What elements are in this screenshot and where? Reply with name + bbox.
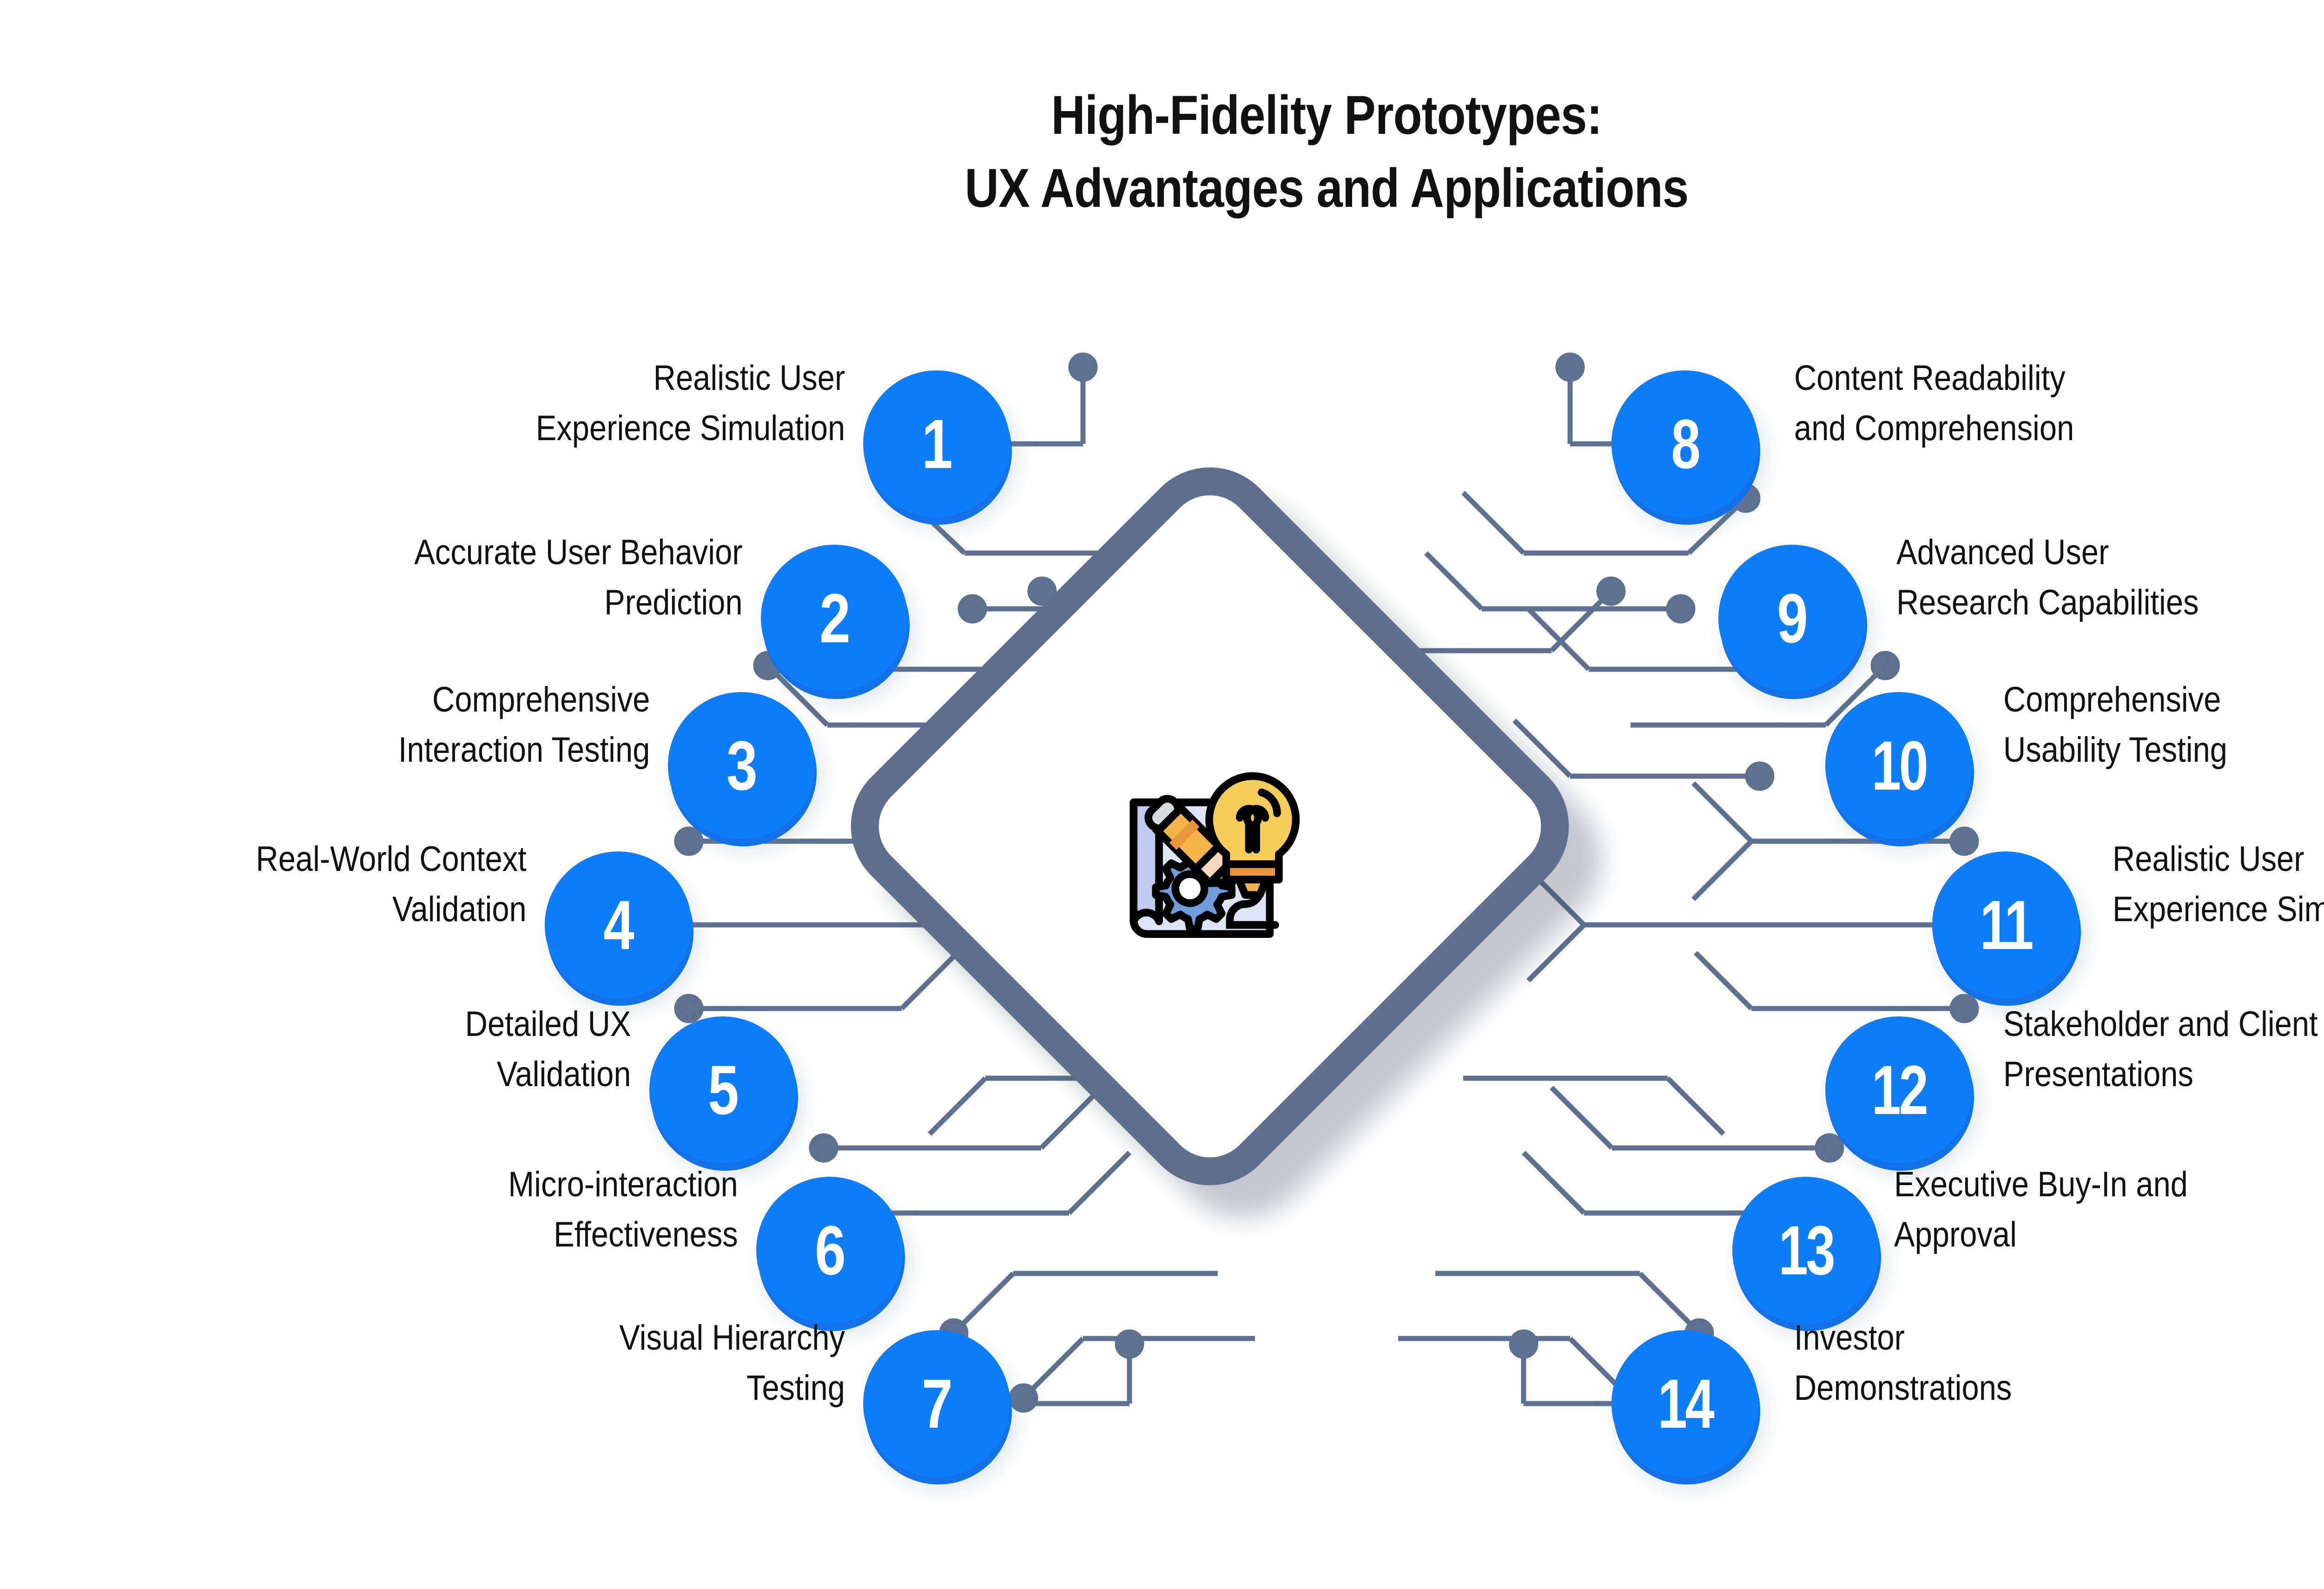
label-4-line-1: Real-World Context [256,839,527,879]
label-1: Realistic User Experience Simulation [536,353,845,454]
node-10-disc[interactable]: 10 [1825,692,1972,839]
node-2[interactable]: 2 [761,545,914,704]
label-10: Comprehensive Usability Testing [2003,675,2227,775]
label-13-line-2: Approval [1894,1214,2017,1254]
node-5-number: 5 [707,1051,739,1129]
node-2-disc[interactable]: 2 [761,545,908,692]
label-8: Content Readability and Comprehension [1794,353,2074,454]
title-line-2: UX Advantages and Applications [964,157,1689,219]
node-6[interactable]: 6 [756,1177,910,1336]
node-13[interactable]: 13 [1732,1177,1886,1336]
label-14: Investor Demonstrations [1794,1313,2012,1413]
label-9-line-1: Advanced User [1896,533,2109,572]
label-14-line-2: Demonstrations [1794,1368,2012,1408]
label-7-line-1: Visual Hierarchy [619,1318,845,1358]
label-6-line-2: Effectiveness [554,1214,738,1254]
node-13-disc[interactable]: 13 [1732,1177,1879,1324]
label-2-line-2: Prediction [604,582,743,622]
label-7-line-2: Testing [746,1368,845,1408]
label-4: Real-World Context Validation [256,834,527,935]
node-3-disc[interactable]: 3 [668,692,815,839]
node-7[interactable]: 7 [863,1330,1017,1489]
title-line-1: High-Fidelity Prototypes: [1051,85,1602,146]
label-13: Executive Buy-In and Approval [1894,1160,2188,1260]
node-12-disc[interactable]: 12 [1825,1016,1972,1163]
node-12[interactable]: 12 [1825,1016,1979,1175]
label-3-line-2: Interaction Testing [398,730,650,770]
label-5: Detailed UX Validation [465,999,631,1100]
node-1[interactable]: 1 [863,370,1017,529]
label-2: Accurate User Behavior Prediction [415,527,743,628]
node-11-number: 11 [1980,886,2034,964]
label-12: Stakeholder and Client Presentations [2003,999,2318,1100]
node-11[interactable]: 11 [1932,851,2086,1010]
label-8-line-1: Content Readability [1794,358,2066,398]
node-12-number: 12 [1871,1051,1928,1129]
label-9: Advanced User Research Capabilities [1896,527,2199,628]
node-9-number: 9 [1776,579,1808,657]
label-6: Micro-interaction Effectiveness [508,1160,738,1260]
node-7-number: 7 [921,1365,953,1443]
node-3[interactable]: 3 [668,692,821,851]
node-6-number: 6 [814,1211,846,1289]
node-4[interactable]: 4 [545,851,698,1010]
node-2-number: 2 [819,579,851,657]
node-14[interactable]: 14 [1611,1330,1765,1489]
page-title: High-Fidelity Prototypes: UX Advantages … [186,79,2324,225]
node-10-number: 10 [1871,726,1928,804]
label-14-line-1: Investor [1794,1318,1905,1358]
node-14-disc[interactable]: 14 [1611,1330,1758,1477]
node-14-number: 14 [1657,1365,1714,1443]
node-1-number: 1 [921,405,953,483]
label-11-line-2: Experience Simulation [2113,889,2324,929]
label-2-line-1: Accurate User Behavior [414,533,743,572]
node-8[interactable]: 8 [1611,370,1765,529]
label-6-line-1: Micro-interaction [508,1165,738,1204]
label-3: Comprehensive Interaction Testing [398,675,650,775]
node-6-disc[interactable]: 6 [756,1177,903,1324]
node-4-disc[interactable]: 4 [545,851,692,998]
label-11: Realistic User Experience Simulation [2113,834,2324,935]
node-11-disc[interactable]: 11 [1932,851,2079,998]
label-5-line-2: Validation [497,1054,631,1094]
node-9-disc[interactable]: 9 [1718,545,1865,692]
node-10[interactable]: 10 [1825,692,1979,851]
label-10-line-1: Comprehensive [2003,680,2221,719]
node-9[interactable]: 9 [1718,545,1872,704]
label-4-line-2: Validation [392,889,527,929]
label-1-line-1: Realistic User [653,358,845,398]
label-10-line-2: Usability Testing [2003,730,2228,770]
node-5[interactable]: 5 [649,1016,803,1175]
node-4-number: 4 [603,886,634,964]
node-1-disc[interactable]: 1 [863,370,1010,517]
blueprint-pencil-gear-lightbulb-icon [1129,772,1300,938]
label-7: Visual Hierarchy Testing [619,1313,845,1413]
node-5-disc[interactable]: 5 [649,1016,796,1163]
label-9-line-2: Research Capabilities [1896,582,2199,622]
label-5-line-1: Detailed UX [465,1004,631,1044]
label-1-line-2: Experience Simulation [535,408,845,448]
label-11-line-1: Realistic User [2113,839,2304,879]
label-12-line-1: Stakeholder and Client [2003,1004,2318,1044]
label-13-line-1: Executive Buy-In and [1894,1165,2188,1204]
node-13-number: 13 [1778,1211,1835,1289]
node-7-disc[interactable]: 7 [863,1330,1010,1477]
node-3-number: 3 [726,726,758,804]
node-8-disc[interactable]: 8 [1611,370,1758,517]
label-12-line-2: Presentations [2003,1054,2193,1094]
label-8-line-2: and Comprehension [1794,408,2074,448]
node-8-number: 8 [1671,405,1701,483]
label-3-line-1: Comprehensive [432,680,650,719]
